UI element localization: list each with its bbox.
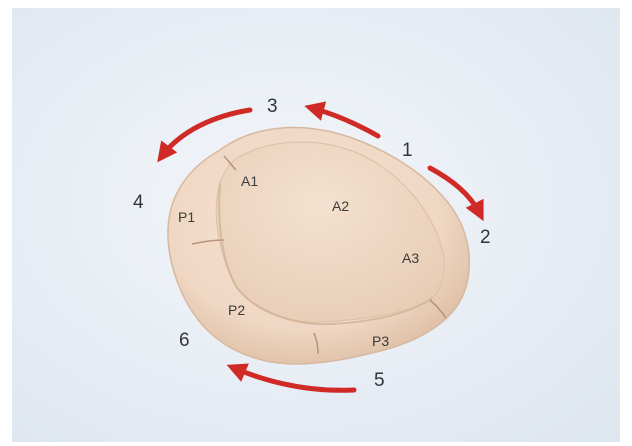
sequence-number-3: 3 [267, 96, 278, 117]
sequence-number-5: 5 [374, 370, 385, 391]
segment-label-a2: A2 [332, 198, 349, 214]
arrow-5-to-6 [234, 368, 354, 390]
segment-label-p3: P3 [372, 333, 389, 349]
sequence-number-6: 6 [179, 330, 190, 351]
segment-label-p1: P1 [178, 209, 195, 225]
mitral-valve-diagram: 1 2 3 4 5 6 A1 A2 A3 P1 P2 P3 [12, 8, 620, 442]
diagram-frame: 1 2 3 4 5 6 A1 A2 A3 P1 P2 P3 [12, 8, 620, 442]
sequence-number-4: 4 [133, 192, 144, 213]
sequence-number-2: 2 [480, 227, 491, 248]
sequence-number-1: 1 [402, 140, 413, 161]
segment-label-p2: P2 [228, 302, 245, 318]
segment-label-a3: A3 [402, 250, 419, 266]
segment-label-a1: A1 [241, 173, 258, 189]
